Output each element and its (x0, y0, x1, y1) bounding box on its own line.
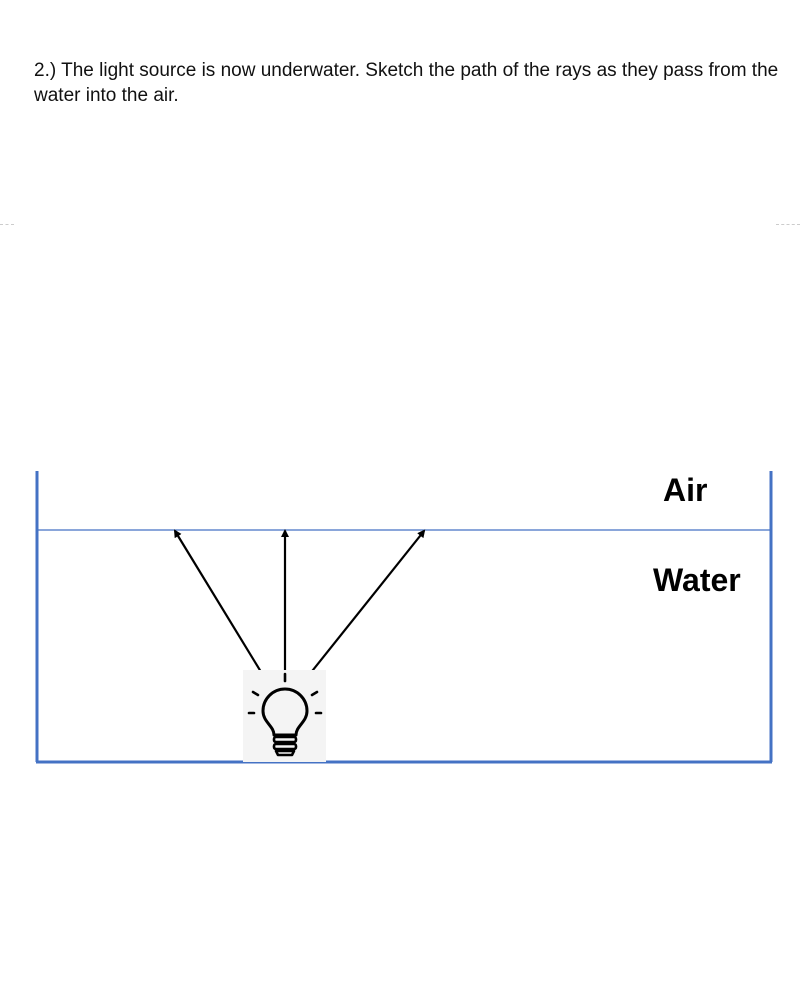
water-label: Water (653, 562, 741, 598)
ray-left (173, 529, 270, 686)
air-label: Air (663, 472, 707, 508)
page-margin-mark-right (776, 224, 800, 227)
ray-right (300, 529, 426, 686)
page-margin-mark-left (0, 224, 14, 227)
question-text: 2.) The light source is now underwater. … (34, 60, 779, 106)
light-bulb-icon (243, 670, 326, 762)
